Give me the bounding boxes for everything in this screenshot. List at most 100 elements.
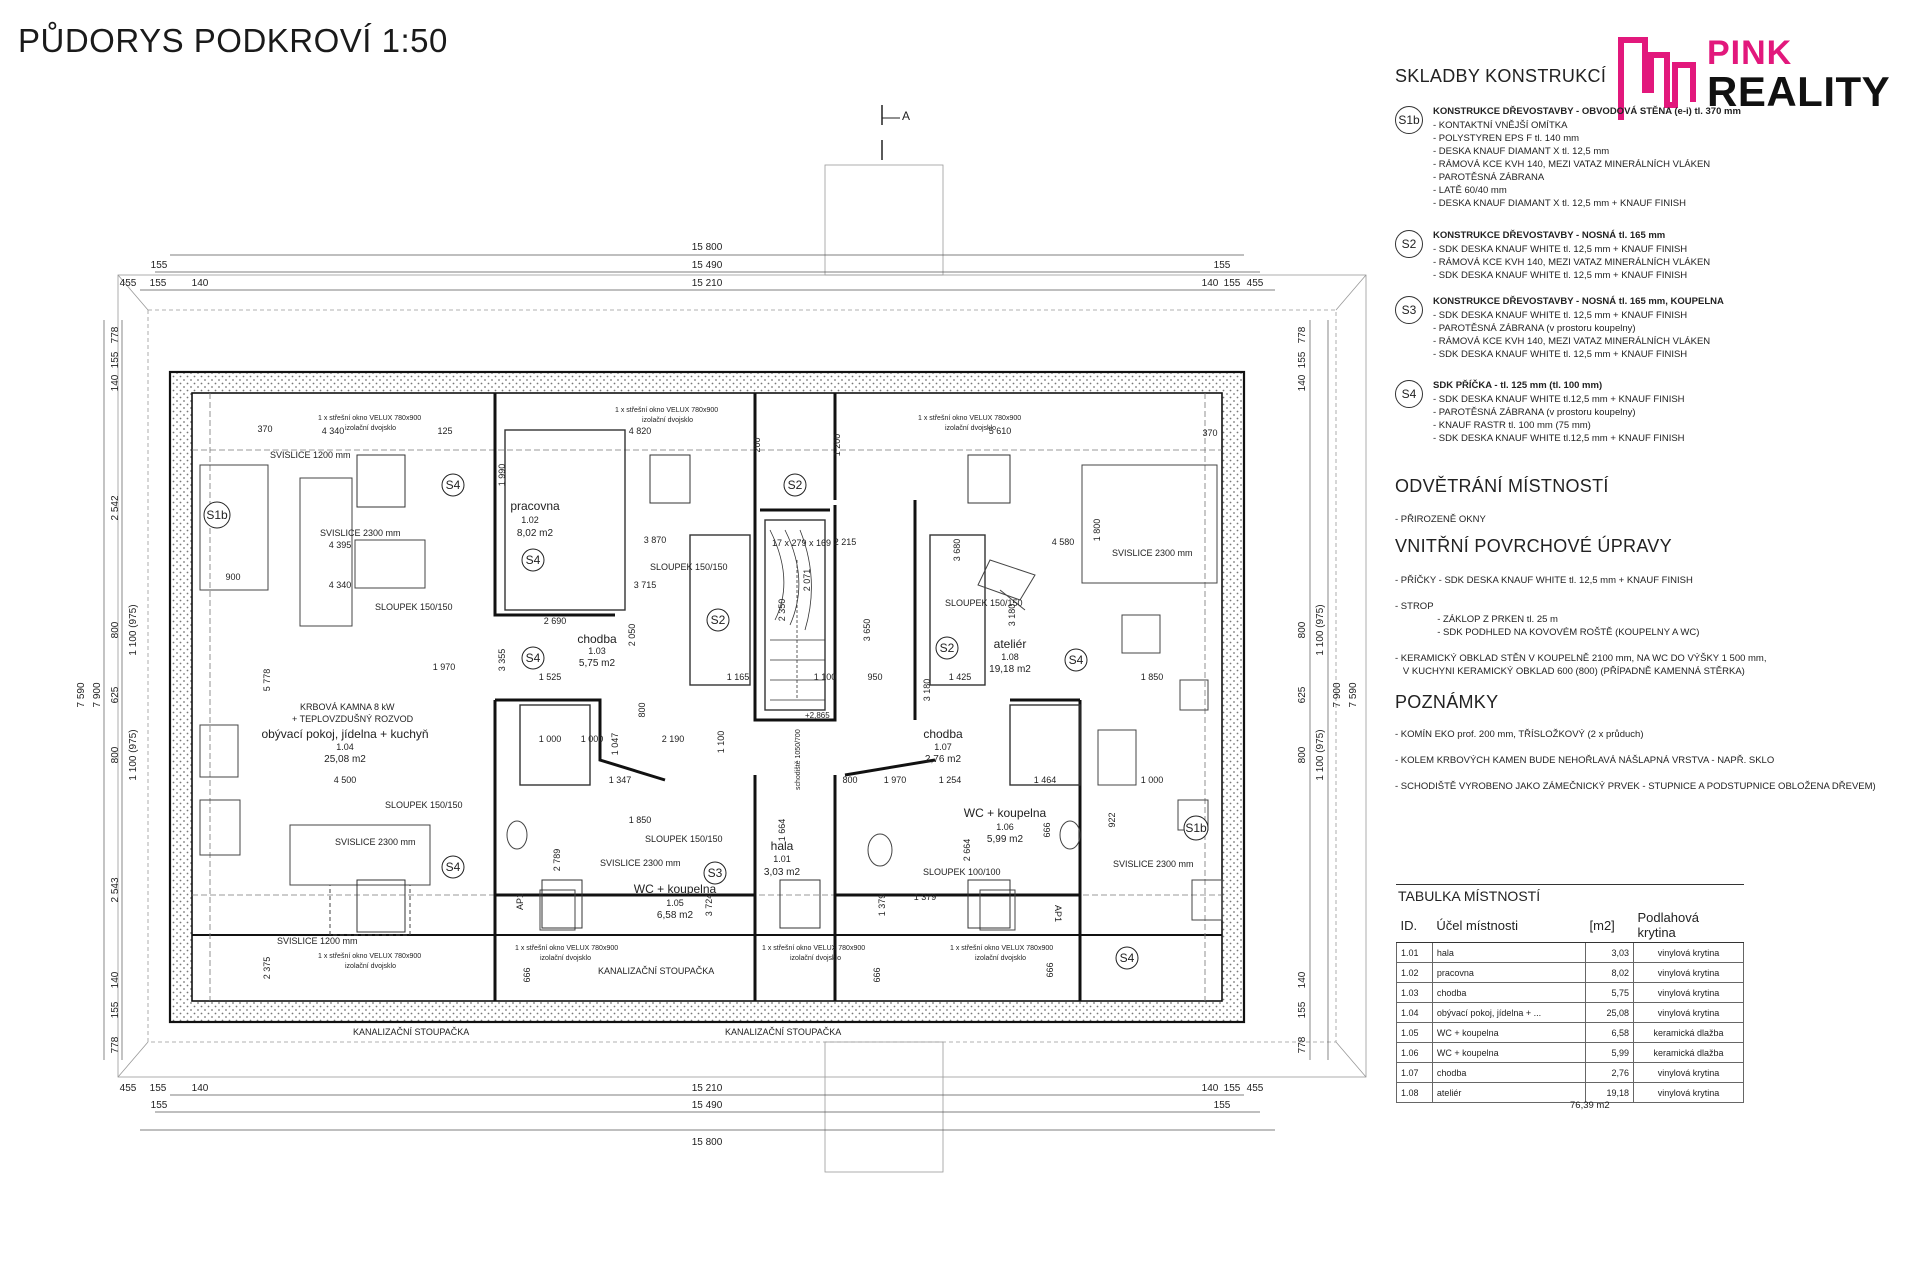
svg-text:izolační dvojsklo: izolační dvojsklo	[642, 417, 693, 424]
svg-text:izolační dvojsklo: izolační dvojsklo	[345, 425, 396, 432]
svg-text:4 580: 4 580	[1052, 537, 1075, 547]
spec-title: KONSTRUKCE DŘEVOSTAVBY - OBVODOVÁ STĚNA …	[1433, 106, 1741, 117]
svg-text:17 x 279 x 169: 17 x 279 x 169	[772, 538, 831, 548]
svg-text:3 724: 3 724	[704, 894, 714, 917]
section-mark	[881, 105, 900, 160]
svg-text:1 x střešní okno VELUX 780x900: 1 x střešní okno VELUX 780x900	[515, 945, 618, 952]
svg-text:SLOUPEK 100/100: SLOUPEK 100/100	[923, 867, 1001, 877]
legend-panel: SKLADBY KONSTRUKCÍ S1b KONSTRUKCE DŘEVOS…	[1395, 60, 1915, 1260]
staircase	[769, 529, 825, 701]
svg-text:2 350: 2 350	[777, 599, 787, 622]
svg-text:2 375: 2 375	[262, 957, 272, 980]
outer-walls	[168, 370, 1246, 1024]
svg-text:SVISLICE 1200 mm: SVISLICE 1200 mm	[270, 450, 351, 460]
svg-text:800: 800	[110, 621, 121, 638]
svg-text:5,99 m2: 5,99 m2	[987, 834, 1024, 845]
svg-text:666: 666	[1045, 962, 1055, 977]
svg-text:S2: S2	[788, 478, 803, 492]
svg-text:izolační dvojsklo: izolační dvojsklo	[540, 955, 591, 962]
svg-text:2 664: 2 664	[962, 839, 972, 862]
svg-text:140: 140	[1202, 278, 1219, 289]
svg-text:1 047: 1 047	[610, 733, 620, 756]
svg-text:1 165: 1 165	[727, 672, 750, 682]
svg-text:SLOUPEK 150/150: SLOUPEK 150/150	[645, 834, 723, 844]
brand-logo: PINK REALITY	[1615, 30, 1915, 130]
svg-text:2 050: 2 050	[627, 624, 637, 647]
svg-text:1 970: 1 970	[433, 662, 456, 672]
svg-text:1 100 (975): 1 100 (975)	[128, 604, 139, 655]
svg-text:3 355: 3 355	[497, 649, 507, 672]
svg-text:WC + koupelna: WC + koupelna	[964, 806, 1047, 820]
col-id: ID.	[1396, 908, 1433, 943]
svg-text:2 542: 2 542	[110, 495, 121, 520]
svg-text:1 850: 1 850	[629, 815, 652, 825]
section-label: A	[902, 109, 910, 123]
svg-text:125: 125	[437, 426, 452, 436]
svg-text:140: 140	[192, 1083, 209, 1094]
svg-text:1 970: 1 970	[884, 775, 907, 785]
wall-tag-labels: S1b S4 S2 S4 S4 S2 S2 S4 S4 S3 S4 S1b	[206, 478, 1207, 965]
svg-text:625: 625	[110, 686, 121, 703]
svg-text:778: 778	[110, 1036, 121, 1053]
dimension-lines	[103, 254, 1329, 1131]
svg-text:455: 455	[1247, 278, 1264, 289]
svg-text:4 820: 4 820	[629, 426, 652, 436]
spec-s1b: S1b KONSTRUKCE DŘEVOSTAVBY - OBVODOVÁ ST…	[1395, 106, 1915, 216]
svg-text:1 000: 1 000	[1141, 775, 1164, 785]
svg-text:155: 155	[110, 1001, 121, 1018]
upravy-heading: VNITŘNÍ POVRCHOVÉ ÚPRAVY	[1395, 536, 1672, 556]
svg-text:155: 155	[150, 1083, 167, 1094]
spec-title: KONSTRUKCE DŘEVOSTAVBY - NOSNÁ tl. 165 m…	[1433, 230, 1666, 241]
svg-text:KRBOVÁ KAMNA 8 kW: KRBOVÁ KAMNA 8 kW	[300, 702, 395, 712]
poznamky-text: - KOMÍN EKO prof. 200 mm, TŘÍSLOŽKOVÝ (2…	[1395, 729, 1876, 792]
svg-text:1 850: 1 850	[1141, 672, 1164, 682]
svg-text:S4: S4	[526, 553, 541, 567]
svg-text:2 543: 2 543	[110, 877, 121, 902]
poznamky-heading: POZNÁMKY	[1395, 692, 1499, 712]
svg-text:155: 155	[1297, 351, 1308, 368]
svg-text:1 100: 1 100	[716, 731, 726, 754]
svg-text:SVISLICE 2300 mm: SVISLICE 2300 mm	[600, 858, 681, 868]
svg-text:1 347: 1 347	[609, 775, 632, 785]
svg-text:778: 778	[110, 326, 121, 343]
svg-text:800: 800	[842, 775, 857, 785]
svg-text:izolační dvojsklo: izolační dvojsklo	[975, 955, 1026, 962]
svg-text:KANALIZAČNÍ STOUPAČKA: KANALIZAČNÍ STOUPAČKA	[353, 1027, 469, 1037]
svg-text:izolační dvojsklo: izolační dvojsklo	[945, 425, 996, 432]
velux-windows	[356, 454, 1011, 933]
svg-text:1.04: 1.04	[336, 742, 354, 752]
svg-text:AP1: AP1	[515, 893, 525, 910]
svg-text:hala: hala	[771, 839, 794, 853]
svg-text:5,75 m2: 5,75 m2	[579, 658, 616, 669]
svg-text:1 990: 1 990	[497, 464, 507, 487]
svg-text:2 789: 2 789	[552, 849, 562, 872]
svg-text:1 100 (975): 1 100 (975)	[1315, 729, 1326, 780]
odvetrani-text: - PŘIROZENĚ OKNY	[1395, 514, 1486, 525]
svg-text:1 x střešní okno VELUX 780x900: 1 x střešní okno VELUX 780x900	[918, 415, 1021, 422]
svg-text:15 490: 15 490	[692, 1100, 723, 1111]
svg-text:140: 140	[1297, 971, 1308, 988]
svg-text:778: 778	[1297, 326, 1308, 343]
svg-text:8,02 m2: 8,02 m2	[517, 528, 554, 539]
svg-text:S2: S2	[940, 641, 955, 655]
svg-text:666: 666	[872, 967, 882, 982]
svg-text:1 x střešní okno VELUX 780x900: 1 x střešní okno VELUX 780x900	[615, 407, 718, 414]
svg-text:778: 778	[1297, 1036, 1308, 1053]
svg-text:625: 625	[1297, 686, 1308, 703]
svg-text:900: 900	[225, 572, 240, 582]
plan-annotations: KRBOVÁ KAMNA 8 kW + TEPLOVZDUŠNÝ ROZVOD …	[270, 407, 1194, 1037]
spec-s4: S4 SDK PŘÍČKA - tl. 125 mm (tl. 100 mm) …	[1395, 380, 1915, 452]
svg-text:5 778: 5 778	[262, 669, 272, 692]
svg-text:4 395: 4 395	[329, 540, 352, 550]
svg-text:7 590: 7 590	[1348, 682, 1359, 707]
svg-text:1 800: 1 800	[1092, 519, 1102, 542]
svg-text:2 215: 2 215	[834, 537, 857, 547]
spec-lines: - SDK DESKA KNAUF WHITE tl. 12,5 mm + KN…	[1433, 310, 1711, 360]
svg-text:15 800: 15 800	[692, 242, 723, 253]
svg-text:1.07: 1.07	[934, 742, 952, 752]
svg-text:800: 800	[1297, 621, 1308, 638]
svg-text:S4: S4	[526, 651, 541, 665]
svg-text:1 x střešní okno VELUX 780x900: 1 x střešní okno VELUX 780x900	[762, 945, 865, 952]
